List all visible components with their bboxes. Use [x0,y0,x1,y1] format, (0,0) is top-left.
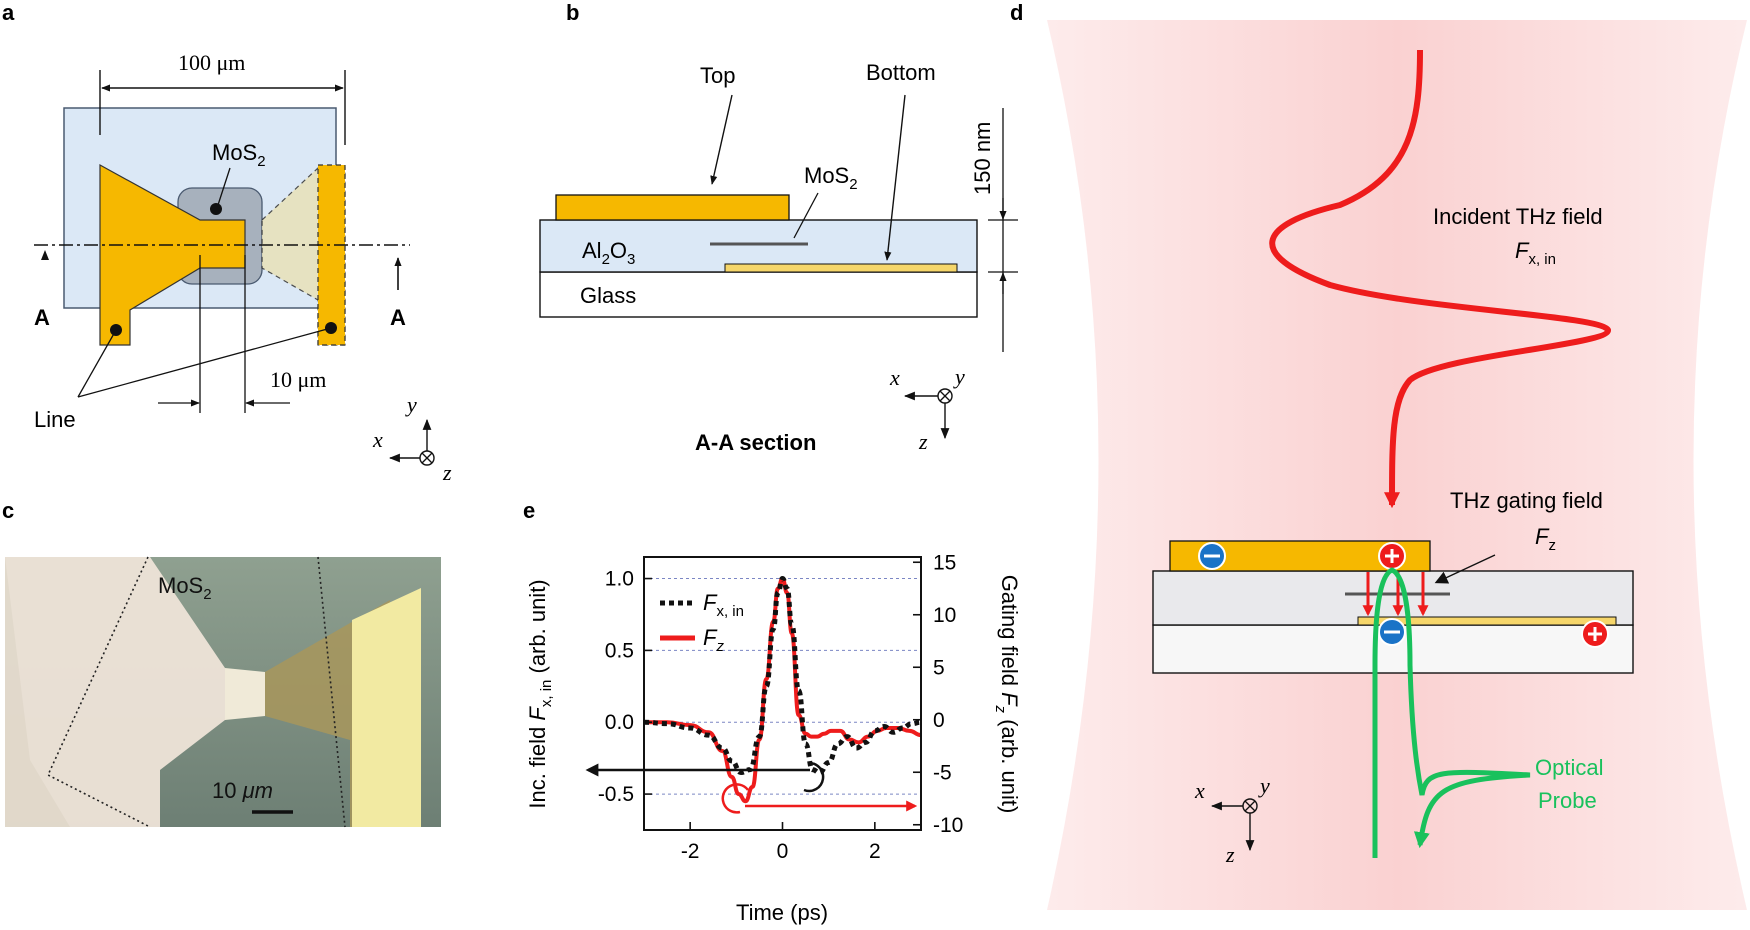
svg-text:z: z [1225,842,1235,867]
micrograph-left-shade [5,557,70,827]
svg-text:x: x [1194,778,1205,803]
micrograph-right-bar [352,588,421,827]
x-tick-label: 0 [777,840,789,863]
flake-outline-right [317,556,346,828]
gating-pointer [1434,554,1496,584]
line-pointer-left [77,329,117,398]
mos2-label-b: MoS2 [804,163,858,193]
section-mark-left-arrow [41,250,49,260]
chart-ticks: 1.0 0.5 0.0 -0.5 15 10 5 0 -5 -10 -2 0 2 [598,551,964,863]
y-right-tick-label: 0 [933,709,945,732]
glass-label: Glass [580,283,636,308]
thz-beam [1047,20,1747,910]
probe-label-line1: Optical [1535,755,1603,780]
top-label: Top [700,63,735,88]
panel-d: d Incident THz field Fx, in [1010,0,1747,910]
series-line-fz [644,576,922,804]
mos2-pointer-b [793,192,819,239]
y-left-tick-label: 0.5 [605,639,634,662]
svg-text:y: y [405,392,417,417]
axes-icon-b: x y z [889,364,965,454]
x-tick-label: 2 [869,840,881,863]
svg-text:z: z [442,460,452,485]
axes-icon-d: x y z [1194,773,1270,867]
x-axis-label: Time (ps) [736,900,828,925]
panel-d-label: d [1010,0,1023,25]
right-bar [317,164,346,346]
top-electrode [555,194,790,221]
annotation-circle-black [803,761,825,793]
bottom-label: Bottom [866,60,936,85]
device-bottom-electrode [1357,616,1617,626]
panel-e: e 1.0 0.5 0.0 -0.5 15 10 5 0 -5 -10 -2 0 2 Fx, in Fz… [523,498,1022,925]
legend-label-fz: Fz [703,625,724,655]
mos2-label: MoS2 [212,140,266,170]
svg-text:z: z [918,429,928,454]
charge-negative-bottom [1378,618,1406,646]
micrograph-left-electrode [5,557,225,827]
y-right-tick-label: -5 [933,761,952,784]
panel-c-label: c [2,498,14,523]
mos2-pointer [217,167,231,206]
annotation-circle-red [721,783,750,814]
line-label: Line [34,407,76,432]
mos2-label-c: MoS2 [158,573,212,603]
panel-c: c MoS2 10 μm [2,498,441,828]
y-axis-right-label: Gating field Fz (arb. unit) [992,575,1022,814]
section-mark-right: A [390,305,406,330]
panel-a: a 100 μm 10 μm MoS2 Line A [2,0,452,485]
y-right-tick-label: 15 [933,551,956,574]
panel-b-label: b [566,0,579,25]
svg-text:y: y [953,364,965,389]
panel-a-label: a [2,0,15,25]
micrograph-gap [225,668,265,720]
optical-probe [1372,567,1531,858]
panel-e-label: e [523,498,535,523]
svg-text:x: x [889,365,900,390]
y-axis-left-label: Inc. field Fx, in (arb. unit) [525,579,555,808]
series-line-fxin [643,576,922,776]
x-tick-label: -2 [681,840,700,863]
line-pointer-right [77,327,332,398]
charge-positive-top [1378,542,1406,570]
section-mark-left: A [34,305,50,330]
chart-grid [644,578,921,795]
al2o3-layer [539,219,978,273]
bottom-pointer [884,94,906,261]
section-title: A-A section [695,430,816,455]
top-pointer [710,94,733,185]
incident-pulse [1269,49,1612,509]
svg-text:x: x [372,427,383,452]
y-left-tick-label: -0.5 [598,783,634,806]
dim-width-label: 100 μm [178,50,245,75]
gap-label: 10 μm [270,367,326,392]
legend-label-fxin: Fx, in [703,590,744,620]
charge-positive-bottom [1581,620,1609,648]
scale-label: 10 μm [212,778,273,803]
mos2-dot [210,203,222,215]
chart-series [643,576,922,804]
incident-label-line2: Fx, in [1515,238,1556,268]
y-right-tick-label: 10 [933,604,956,627]
charge-negative-top [1198,542,1226,570]
axes-icon-a: y x z [372,392,452,485]
gating-label-line1: THz gating field [1450,488,1603,513]
y-right-tick-label: 5 [933,656,945,679]
y-left-tick-label: 0.0 [605,711,634,734]
svg-text:y: y [1258,773,1270,798]
y-left-tick-label: 1.0 [605,568,634,591]
y-right-tick-label: -10 [933,814,963,837]
plot-frame [643,556,922,831]
panel-b: b Top Bottom MoS2 Al2O3 Glass 150 nm x y… [539,0,1018,455]
gating-label-line2: Fz [1535,524,1556,554]
flake-outline-left [46,556,151,828]
bottom-electrode [724,263,958,273]
incident-label-line1: Incident THz field [1433,204,1603,229]
thickness-label: 150 nm [970,122,995,195]
al2o3-label: Al2O3 [582,238,635,268]
probe-label-line2: Probe [1538,788,1597,813]
